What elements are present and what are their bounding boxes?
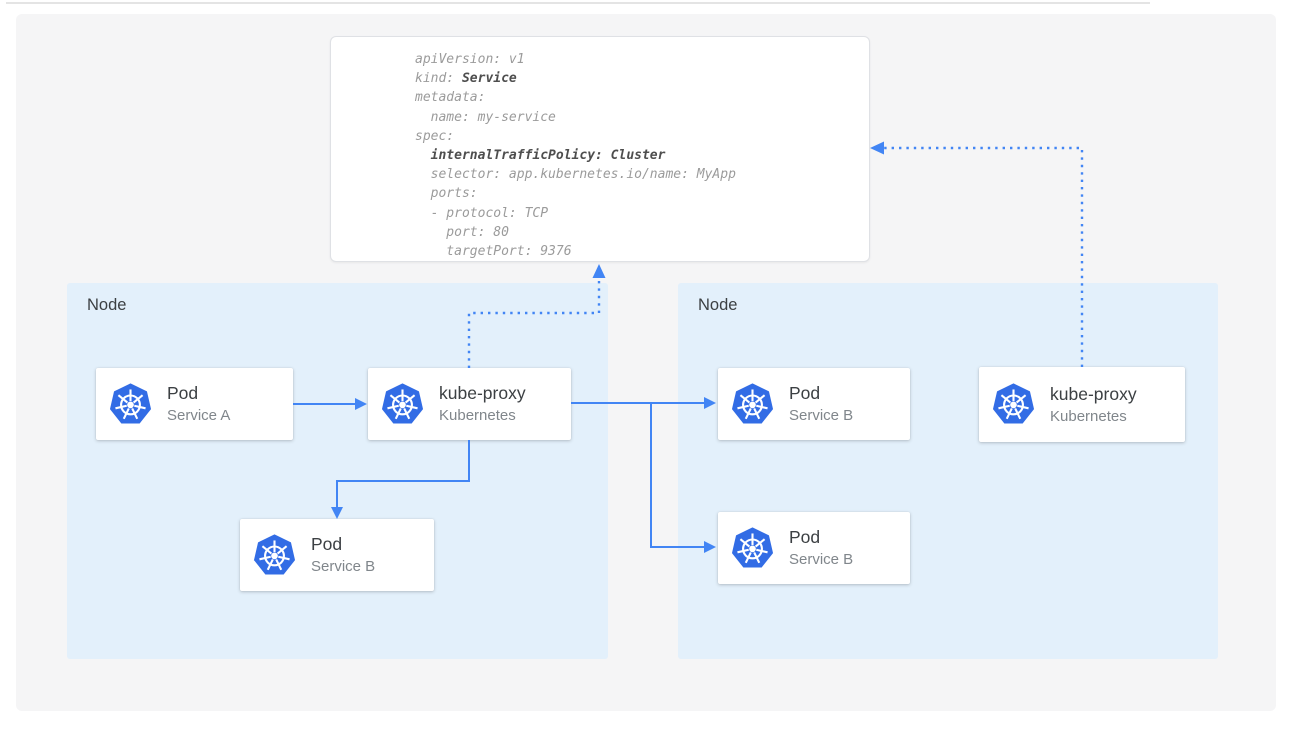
card-title: kube-proxy [439, 383, 526, 403]
node-label: Node [698, 296, 738, 314]
card-pod-service-b-right-top: Pod Service B [718, 368, 910, 440]
kubernetes-icon [991, 382, 1036, 427]
card-title: Pod [789, 383, 821, 403]
yaml-line: kind: Service [415, 71, 517, 87]
yaml-line: apiVersion: v1 [415, 52, 525, 67]
card-pod-service-b-right-bottom: Pod Service B [718, 512, 910, 584]
yaml-line: port: 80 [415, 224, 509, 240]
top-divider [6, 2, 1150, 4]
card-pod-service-b-left: Pod Service B [240, 519, 434, 591]
yaml-line: targetPort: 9376 [415, 244, 572, 260]
card-subtitle: Service B [311, 558, 376, 575]
kubernetes-icon [252, 533, 297, 578]
yaml-line: selector: app.kubernetes.io/name: MyApp [415, 167, 736, 183]
card-subtitle: Service B [789, 407, 854, 424]
kubernetes-icon [730, 382, 775, 427]
card-title: kube-proxy [1050, 383, 1137, 404]
node-box-right: Node [678, 283, 1218, 659]
card-subtitle: Kubernetes [1050, 407, 1127, 425]
card-subtitle: Service B [789, 551, 854, 568]
card-title: Pod [789, 527, 821, 547]
node-label: Node [87, 296, 127, 314]
card-subtitle: Kubernetes [439, 407, 516, 424]
yaml-line: ports: [415, 186, 478, 202]
kubernetes-icon [108, 382, 153, 427]
yaml-line: internalTrafficPolicy: Cluster [430, 148, 666, 164]
card-kube-proxy-right: kube-proxy Kubernetes [979, 367, 1185, 442]
kubernetes-icon [730, 526, 775, 571]
card-title: Pod [311, 534, 343, 554]
kubernetes-icon [380, 382, 425, 427]
card-pod-service-a: Pod Service A [96, 368, 293, 440]
service-yaml-card: apiVersion: v1 kind: Service metadata: n… [330, 36, 870, 262]
card-subtitle: Service A [167, 407, 231, 424]
yaml-line: spec: [415, 128, 455, 144]
card-title: Pod [167, 383, 199, 403]
card-kube-proxy-left: kube-proxy Kubernetes [368, 368, 571, 440]
yaml-line: name: my-service [415, 109, 556, 125]
node-box-left: Node [67, 283, 608, 659]
yaml-line: metadata: [415, 90, 486, 106]
yaml-line: - protocol: TCP [415, 205, 549, 221]
